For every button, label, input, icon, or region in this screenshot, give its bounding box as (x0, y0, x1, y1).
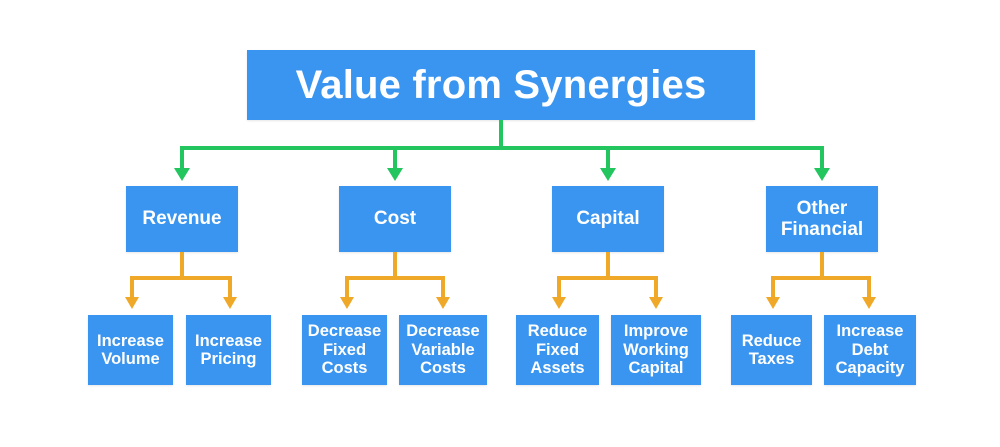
connector-cost-bar (345, 276, 445, 280)
branch-node-revenue[interactable]: Revenue (126, 186, 238, 252)
branch-node-capital-label: Capital (576, 208, 640, 230)
root-node-label: Value from Synergies (295, 62, 707, 107)
connector-drop-capital (606, 146, 610, 168)
connector-revenue-trunk (180, 252, 184, 278)
branch-node-capital[interactable]: Capital (552, 186, 664, 252)
connector-drop-increase-pricing (228, 276, 232, 297)
arrowhead-increase-volume (125, 297, 139, 309)
arrowhead-decrease-variable-costs (436, 297, 450, 309)
connector-other-financial-bar (771, 276, 871, 280)
leaf-node-increase-debt-capacity[interactable]: Increase Debt Capacity (824, 315, 916, 385)
arrowhead-increase-debt-capacity (862, 297, 876, 309)
branch-node-other-financial[interactable]: Other Financial (766, 186, 878, 252)
connector-root-trunk (499, 120, 503, 150)
connector-drop-reduce-taxes (771, 276, 775, 297)
leaf-node-reduce-taxes[interactable]: Reduce Taxes (731, 315, 812, 385)
leaf-node-increase-pricing[interactable]: Increase Pricing (186, 315, 271, 385)
arrowhead-revenue (174, 168, 190, 181)
connector-drop-improve-working-capital (654, 276, 658, 297)
leaf-node-improve-working-capital[interactable]: Improve Working Capital (611, 315, 701, 385)
connector-other-financial-trunk (820, 252, 824, 278)
connector-drop-other-financial (820, 146, 824, 168)
arrowhead-decrease-fixed-costs (340, 297, 354, 309)
connector-drop-revenue (180, 146, 184, 168)
connector-drop-decrease-fixed-costs (345, 276, 349, 297)
arrowhead-reduce-fixed-assets (552, 297, 566, 309)
leaf-node-reduce-fixed-assets-label: Reduce Fixed Assets (527, 322, 588, 378)
arrowhead-reduce-taxes (766, 297, 780, 309)
connector-drop-cost (393, 146, 397, 168)
leaf-node-decrease-fixed-costs[interactable]: Decrease Fixed Costs (302, 315, 387, 385)
connector-drop-reduce-fixed-assets (557, 276, 561, 297)
arrowhead-other-financial (814, 168, 830, 181)
connector-capital-bar (557, 276, 658, 280)
arrowhead-cost (387, 168, 403, 181)
leaf-node-reduce-fixed-assets[interactable]: Reduce Fixed Assets (516, 315, 599, 385)
branch-node-other-financial-label: Other Financial (780, 197, 864, 240)
connector-level1-bar (180, 146, 824, 150)
connector-revenue-bar (130, 276, 232, 280)
connector-drop-increase-debt-capacity (867, 276, 871, 297)
arrowhead-increase-pricing (223, 297, 237, 309)
connector-drop-increase-volume (130, 276, 134, 297)
leaf-node-reduce-taxes-label: Reduce Taxes (741, 331, 802, 368)
connector-capital-trunk (606, 252, 610, 278)
leaf-node-decrease-variable-costs[interactable]: Decrease Variable Costs (399, 315, 487, 385)
arrowhead-improve-working-capital (649, 297, 663, 309)
connector-cost-trunk (393, 252, 397, 278)
leaf-node-increase-pricing-label: Increase Pricing (195, 331, 262, 368)
leaf-node-decrease-fixed-costs-label: Decrease Fixed Costs (307, 322, 382, 378)
arrowhead-capital (600, 168, 616, 181)
leaf-node-increase-volume-label: Increase Volume (97, 331, 164, 368)
root-node-value-from-synergies[interactable]: Value from Synergies (247, 50, 755, 120)
leaf-node-improve-working-capital-label: Improve Working Capital (623, 322, 689, 378)
connector-drop-decrease-variable-costs (441, 276, 445, 297)
leaf-node-increase-debt-capacity-label: Increase Debt Capacity (835, 322, 905, 378)
leaf-node-increase-volume[interactable]: Increase Volume (88, 315, 173, 385)
branch-node-revenue-label: Revenue (142, 208, 222, 230)
leaf-node-decrease-variable-costs-label: Decrease Variable Costs (406, 322, 480, 378)
branch-node-cost[interactable]: Cost (339, 186, 451, 252)
branch-node-cost-label: Cost (373, 208, 417, 230)
